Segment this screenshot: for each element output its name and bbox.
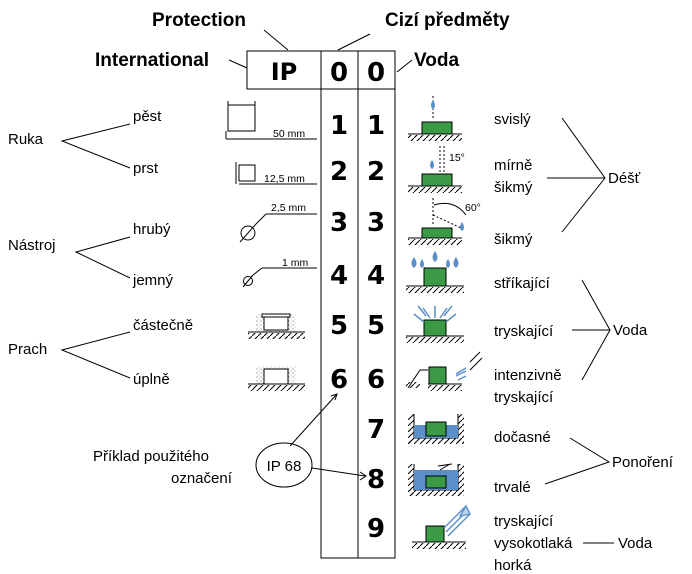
ruka-bracket [60,123,131,169]
second-digit-7: 7 [367,415,385,445]
group-voda-1: Voda [613,322,648,339]
label-strikajici: stříkající [494,275,551,292]
ip68-text: IP 68 [267,458,302,475]
first-digit-5: 5 [330,311,348,341]
dim-12mm: 12,5 mm [264,173,305,185]
label-svisly: svislý [494,111,531,128]
label-pest: pěst [133,108,162,125]
first-digit-6: 6 [330,365,348,395]
label-vysokotlaka: vysokotlaká [494,535,573,552]
group-ruka: Ruka [8,131,44,148]
splashing-icon [406,251,464,293]
vertical-drip-icon [408,96,462,141]
foreign-objects-leader [337,33,371,51]
foreign-objects-header: Cizí předměty [385,10,510,31]
protection-leader [263,29,289,51]
label-prst: prst [133,160,159,177]
label-sikmy-1: šikmý [494,179,533,196]
first-digit-4: 4 [330,261,348,291]
fist-50mm-icon [225,101,317,140]
first-digit-1: 1 [330,111,348,141]
label-tryskajici-2: tryskající [494,389,554,406]
label-castecne: částečně [133,317,193,334]
label-docasne: dočasné [494,429,551,446]
group-dest: Déšť [608,170,641,187]
label-sikmy-2: šikmý [494,231,533,248]
finger-12mm-icon [235,162,317,185]
group-voda-2: Voda [618,535,653,552]
water-leader [396,59,413,73]
high-pressure-jet-icon [412,504,472,549]
angle-15: 15° [449,152,465,164]
second-digit-2: 2 [367,157,385,187]
first-digit-3: 3 [330,208,348,238]
dest-bracket [561,117,606,233]
dim-1mm: 1 mm [282,257,309,269]
label-hruby: hrubý [133,221,171,238]
label-tryskajici: tryskající [494,323,554,340]
example-arrows [289,393,367,481]
dim-2-5mm: 2,5 mm [271,202,306,214]
second-digit-zero: 0 [367,58,385,88]
protection-header: Protection [152,10,246,31]
permanent-immersion-icon [408,463,464,496]
label-intenzivne: intenzivně [494,367,562,384]
tilted-15-icon [408,146,462,193]
dust-partial-icon [248,313,305,339]
group-nastroj: Nástroj [8,237,56,254]
example-label-line1: Příklad použitého [93,448,209,465]
international-leader [228,59,248,69]
label-uplne: úplně [133,371,170,388]
label-trvale: trvalé [494,479,531,496]
second-digit-8: 8 [367,465,385,495]
first-digit-2: 2 [330,157,348,187]
prach-bracket [60,331,131,379]
ip-code-label: IP [271,58,298,86]
ip68-badge [255,442,313,488]
label-tryskajici-3: tryskající [494,513,554,530]
angle-60: 60° [465,202,481,214]
second-digit-column [357,50,396,559]
dust-complete-icon [248,366,305,391]
second-digit-1: 1 [367,111,385,141]
water-header: Voda [414,50,459,71]
international-header: International [95,50,209,71]
jetting-icon [406,305,464,343]
label-horka: horká [494,557,532,574]
group-ponoreni: Ponoření [612,454,674,471]
temporary-immersion-icon [408,414,464,444]
label-jemny: jemný [132,272,174,289]
ponoreni-bracket [544,437,611,485]
example-label-line2: označení [171,470,233,487]
first-digit-zero: 0 [330,58,348,88]
second-digit-6: 6 [367,365,385,395]
group-prach: Prach [8,341,47,358]
powerful-jet-icon [406,351,483,391]
second-digit-5: 5 [367,311,385,341]
dim-50mm: 50 mm [273,128,305,140]
wire-1mm-icon [242,267,317,288]
nastroj-bracket [74,236,131,279]
second-digit-4: 4 [367,261,385,291]
tilted-60-icon [408,198,467,245]
second-digit-3: 3 [367,208,385,238]
second-digit-9: 9 [367,514,385,544]
label-mirne: mírně [494,157,532,174]
tool-2mm-icon [239,213,317,243]
